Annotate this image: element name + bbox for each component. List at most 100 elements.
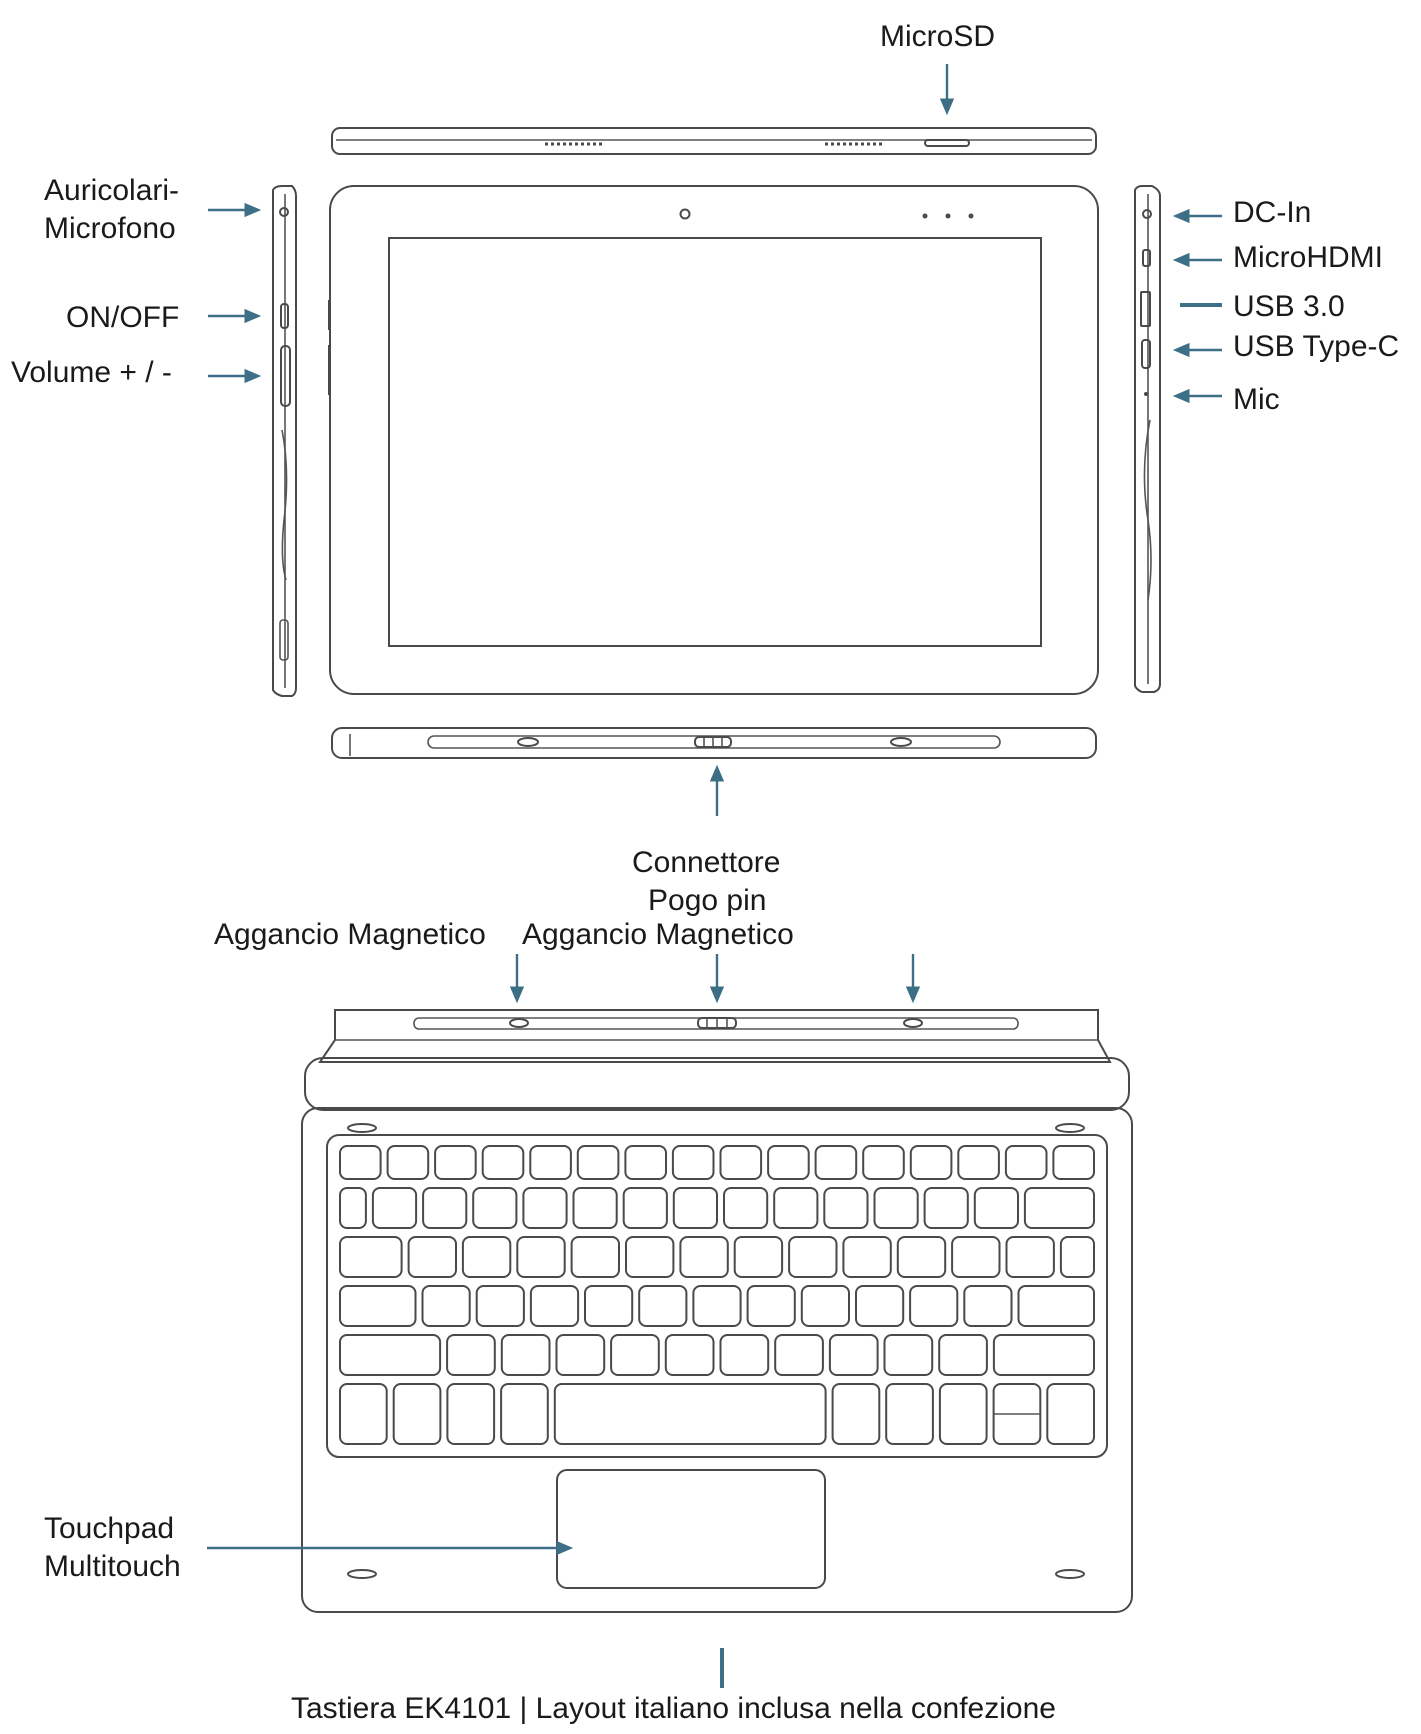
keyboard-key	[862, 1145, 905, 1180]
dock-magnet-left	[509, 1018, 529, 1028]
sensor-dot	[922, 213, 928, 219]
label-connettore-line1: Connettore	[632, 846, 780, 879]
keyboard-key	[500, 1334, 551, 1376]
dc-in-port	[1142, 209, 1152, 219]
keyboard-key	[1052, 1145, 1096, 1180]
keyboard-key	[828, 1334, 879, 1376]
label-micro-hdmi: MicroHDMI	[1233, 241, 1383, 274]
label-on-off: ON/OFF	[66, 301, 179, 334]
keyboard-key	[622, 1187, 668, 1229]
keyboard-key	[472, 1187, 518, 1229]
magnet-right	[890, 737, 912, 747]
keyboard-dock	[301, 1009, 1133, 1613]
keyboard-key	[1005, 1236, 1055, 1278]
caption: Tastiera EK4101 | Layout italiano inclus…	[291, 1692, 1056, 1725]
keyboard-key	[638, 1285, 688, 1327]
microsd-slot	[924, 139, 970, 147]
keyboard-key	[909, 1285, 959, 1327]
label-mic: Mic	[1233, 383, 1280, 416]
keyboard-key	[339, 1334, 442, 1376]
keyboard-key	[664, 1334, 715, 1376]
label-connettore-line2: Pogo pin	[648, 884, 766, 917]
keyboard-key	[434, 1145, 477, 1180]
keyboard-key	[973, 1187, 1019, 1229]
keyboard-key	[570, 1236, 620, 1278]
keyboard-key	[957, 1145, 1000, 1180]
tablet-screen	[388, 237, 1042, 647]
keyboard-key	[938, 1383, 988, 1445]
keyboard-key	[516, 1236, 566, 1278]
keyboard-key	[1023, 1187, 1096, 1229]
keyboard-key	[719, 1334, 770, 1376]
keyboard-key	[339, 1187, 367, 1229]
keyboard-key	[1046, 1383, 1096, 1445]
keyboard-key	[522, 1187, 568, 1229]
keyboard-key	[679, 1236, 729, 1278]
keyboard-key	[814, 1145, 858, 1180]
keyboard-keys	[339, 1145, 1096, 1445]
tablet-bottom-edge	[331, 727, 1097, 759]
keyboard-key	[339, 1236, 403, 1278]
tablet-right-side	[1134, 185, 1161, 693]
keyboard-key	[823, 1187, 869, 1229]
keyboard-key	[672, 1187, 718, 1229]
sensor-dot	[945, 213, 951, 219]
keyboard-key	[671, 1145, 715, 1180]
tablet-front	[328, 185, 1099, 695]
keyboard-key	[392, 1383, 442, 1445]
mic-hole	[1144, 392, 1148, 396]
keyboard-key	[896, 1236, 947, 1278]
keyboard-key	[883, 1334, 934, 1376]
keyboard-key	[767, 1145, 810, 1180]
tablet-left-side	[272, 185, 297, 697]
keyboard-key	[610, 1334, 660, 1376]
keyboard-area	[326, 1134, 1108, 1458]
sensor-dot	[968, 213, 974, 219]
keyboard-key	[529, 1145, 572, 1180]
keyboard-key	[774, 1334, 824, 1376]
keyboard-key	[873, 1187, 919, 1229]
keyboard-key	[371, 1187, 418, 1229]
magnet-left	[517, 737, 539, 747]
keyboard-key	[481, 1145, 525, 1180]
power-button	[280, 303, 289, 329]
keyboard-key	[625, 1236, 675, 1278]
keyboard-key	[446, 1334, 496, 1376]
keyboard-key	[1059, 1236, 1096, 1278]
keyboard-key	[584, 1285, 634, 1327]
keyboard-key	[407, 1236, 458, 1278]
headphone-jack	[279, 207, 289, 217]
keyboard-key	[386, 1145, 430, 1180]
callout-arrows	[207, 64, 1222, 1688]
keyboard-key	[831, 1383, 881, 1445]
keyboard-key	[733, 1236, 784, 1278]
keyboard-key	[461, 1236, 512, 1278]
tablet-top-edge	[331, 127, 1097, 155]
dock-magnet-right	[903, 1018, 923, 1028]
usb3-port	[1140, 291, 1151, 327]
label-touchpad-line1: Touchpad	[44, 1512, 174, 1545]
keyboard-key	[923, 1187, 969, 1229]
keyboard-key	[1004, 1145, 1048, 1180]
keyboard-key	[938, 1334, 988, 1376]
label-auricolari-line2: Microfono	[44, 212, 176, 245]
keyboard-key	[422, 1187, 468, 1229]
keyboard-key	[842, 1236, 892, 1278]
touchpad	[556, 1469, 826, 1589]
keyboard-key	[773, 1187, 819, 1229]
label-touchpad-line2: Multitouch	[44, 1550, 181, 1583]
keyboard-key	[339, 1145, 382, 1180]
keyboard-key	[992, 1334, 1096, 1376]
keyboard-key	[555, 1334, 606, 1376]
keyboard-key	[529, 1285, 580, 1327]
label-usb3: USB 3.0	[1233, 290, 1345, 323]
keyboard-key	[963, 1285, 1013, 1327]
label-usb-c: USB Type-C	[1233, 330, 1399, 363]
keyboard-key	[500, 1383, 549, 1445]
keyboard-key	[723, 1187, 769, 1229]
label-microsd: MicroSD	[880, 20, 995, 53]
label-aggancio-left: Aggancio Magnetico	[214, 918, 486, 951]
label-dc-in: DC-In	[1233, 196, 1311, 229]
label-volume: Volume + / -	[11, 356, 172, 389]
